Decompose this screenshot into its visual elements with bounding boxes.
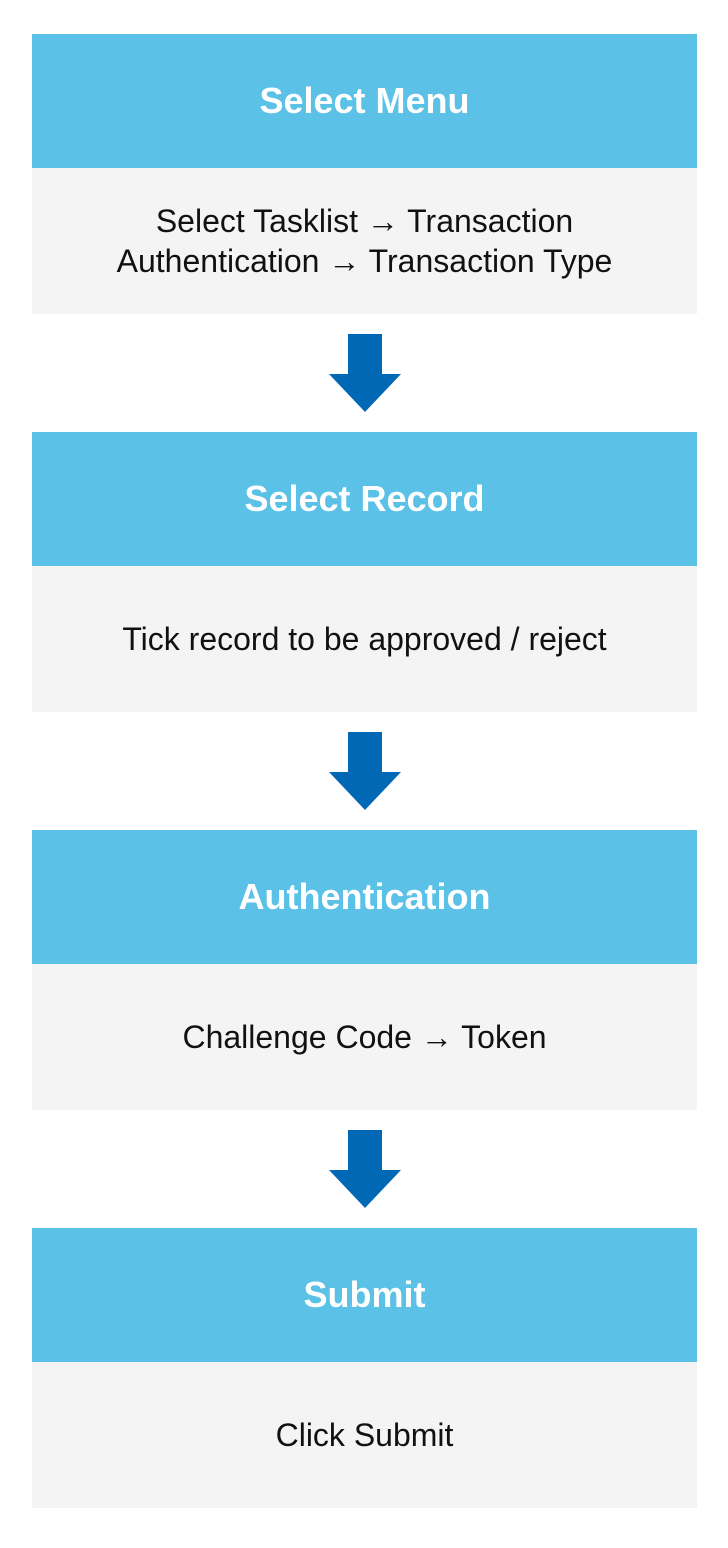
- step-authentication: Authentication Challenge Code → Token: [32, 830, 697, 1110]
- step-description-line: Tick record to be approved / reject: [122, 621, 607, 657]
- step-description-line: Select Tasklist → Transaction: [155, 203, 574, 239]
- flowchart: Select Menu Select Tasklist → Transactio…: [32, 34, 697, 1508]
- arrow-down-icon: [328, 732, 401, 810]
- arrow-down-icon: [328, 334, 401, 412]
- step-description: Tick record to be approved / reject: [32, 566, 697, 712]
- step-description-line: Authentication → Transaction Type: [116, 243, 613, 279]
- step-title: Select Record: [32, 432, 697, 566]
- step-description-line: Click Submit: [275, 1417, 454, 1453]
- step-description-line: Challenge Code → Token: [182, 1019, 547, 1055]
- step-description: Challenge Code → Token: [32, 964, 697, 1110]
- connector-1: [32, 314, 697, 432]
- step-description: Click Submit: [32, 1362, 697, 1508]
- step-title: Select Menu: [32, 34, 697, 168]
- step-title: Authentication: [32, 830, 697, 964]
- step-select-menu: Select Menu Select Tasklist → Transactio…: [32, 34, 697, 314]
- connector-3: [32, 1110, 697, 1228]
- connector-2: [32, 712, 697, 830]
- step-description: Select Tasklist → Transaction Authentica…: [32, 168, 697, 314]
- step-submit: Submit Click Submit: [32, 1228, 697, 1508]
- step-select-record: Select Record Tick record to be approved…: [32, 432, 697, 712]
- arrow-down-icon: [328, 1130, 401, 1208]
- step-title: Submit: [32, 1228, 697, 1362]
